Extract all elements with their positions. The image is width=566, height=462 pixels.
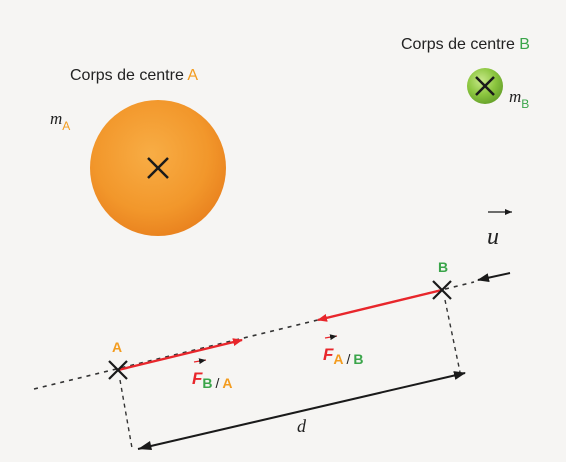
body-b: Corps de centre B mB — [401, 36, 530, 111]
distance-guide-a — [119, 379, 133, 449]
unit-vector-label: u — [487, 224, 499, 250]
distance-arrow — [137, 371, 466, 450]
body-b-title: Corps de centre B — [401, 36, 530, 53]
point-a-label: A — [112, 339, 122, 355]
force-a-on-b-label: FA/B — [323, 334, 364, 367]
point-a-cross-icon — [108, 360, 128, 380]
body-a-center-cross-icon — [147, 157, 169, 179]
body-b-mass-label: mB — [509, 87, 529, 111]
force-b-on-a-arrow — [117, 338, 243, 372]
line-ab-dashed — [33, 281, 475, 390]
force-b-on-a-over-arrow — [193, 358, 207, 365]
distance-arrow-start-head — [138, 441, 152, 450]
unit-vector-arrow — [477, 272, 511, 283]
distance-guide-b — [444, 299, 461, 373]
body-a: Corps de centre A mA — [50, 67, 226, 236]
unit-vector-u: u — [477, 209, 512, 283]
point-b-label: B — [438, 259, 448, 275]
body-a-mass-label: mA — [50, 109, 70, 133]
force-a-on-b-arrow — [317, 288, 443, 322]
distance-label: d — [297, 416, 307, 436]
body-b-center-cross-icon — [475, 76, 495, 96]
force-a-on-b-over-arrow — [324, 334, 338, 341]
point-b-cross-icon — [432, 280, 452, 300]
body-a-title: Corps de centre A — [70, 67, 198, 84]
svg-text:FB/A: FB/A — [192, 369, 233, 391]
force-b-on-a-label: FB/A — [192, 358, 233, 391]
svg-text:FA/B: FA/B — [323, 345, 364, 367]
